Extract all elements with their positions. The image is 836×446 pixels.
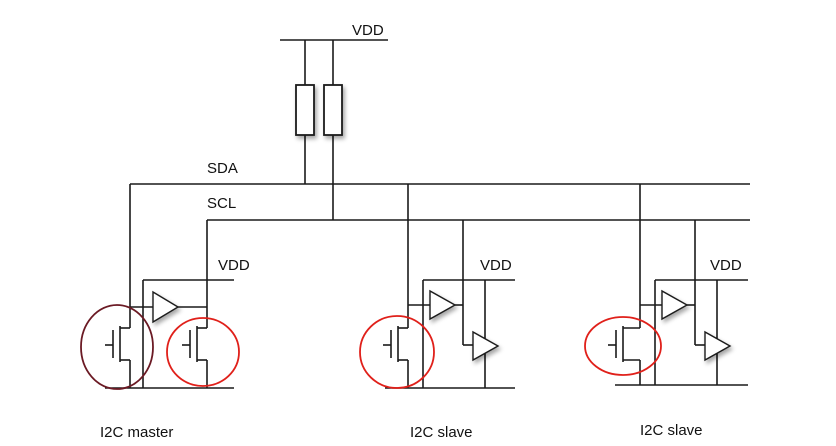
slave1-sda-highlight [359,315,435,389]
slave2-sda-transistor [608,326,641,385]
i2c-slave-2: VDD I2C slave [584,184,748,439]
scl-pullup-resistor [323,84,343,136]
vdd-top-label: VDD [352,22,384,39]
slave1-sda-transistor [383,326,409,388]
master-sda-highlight [80,304,154,390]
slave2-scl-buffer [704,330,732,362]
bus-lines: SDA SCL [130,160,750,221]
slave1-scl-buffer [472,330,500,362]
master-buffer [152,290,180,324]
slave2-vdd-label: VDD [710,257,742,274]
slave1-vdd-label: VDD [480,257,512,274]
pullup-network: VDD [280,22,388,220]
i2c-master: VDD I2C master [80,184,250,441]
slave1-sda-buffer [429,289,457,321]
master-caption: I2C master [100,424,173,441]
master-vdd-label: VDD [218,257,250,274]
slave2-sda-highlight [584,316,662,376]
sda-label: SDA [207,160,238,177]
slave2-sda-buffer [661,289,689,321]
master-scl-transistor [182,326,208,388]
master-sda-transistor [105,326,131,388]
slave2-caption: I2C slave [640,422,703,439]
slave1-caption: I2C slave [410,424,473,441]
scl-label: SCL [207,195,236,212]
sda-pullup-resistor [295,84,315,136]
i2c-slave-1: VDD I2C slave [359,184,515,441]
master-scl-highlight [166,317,240,387]
